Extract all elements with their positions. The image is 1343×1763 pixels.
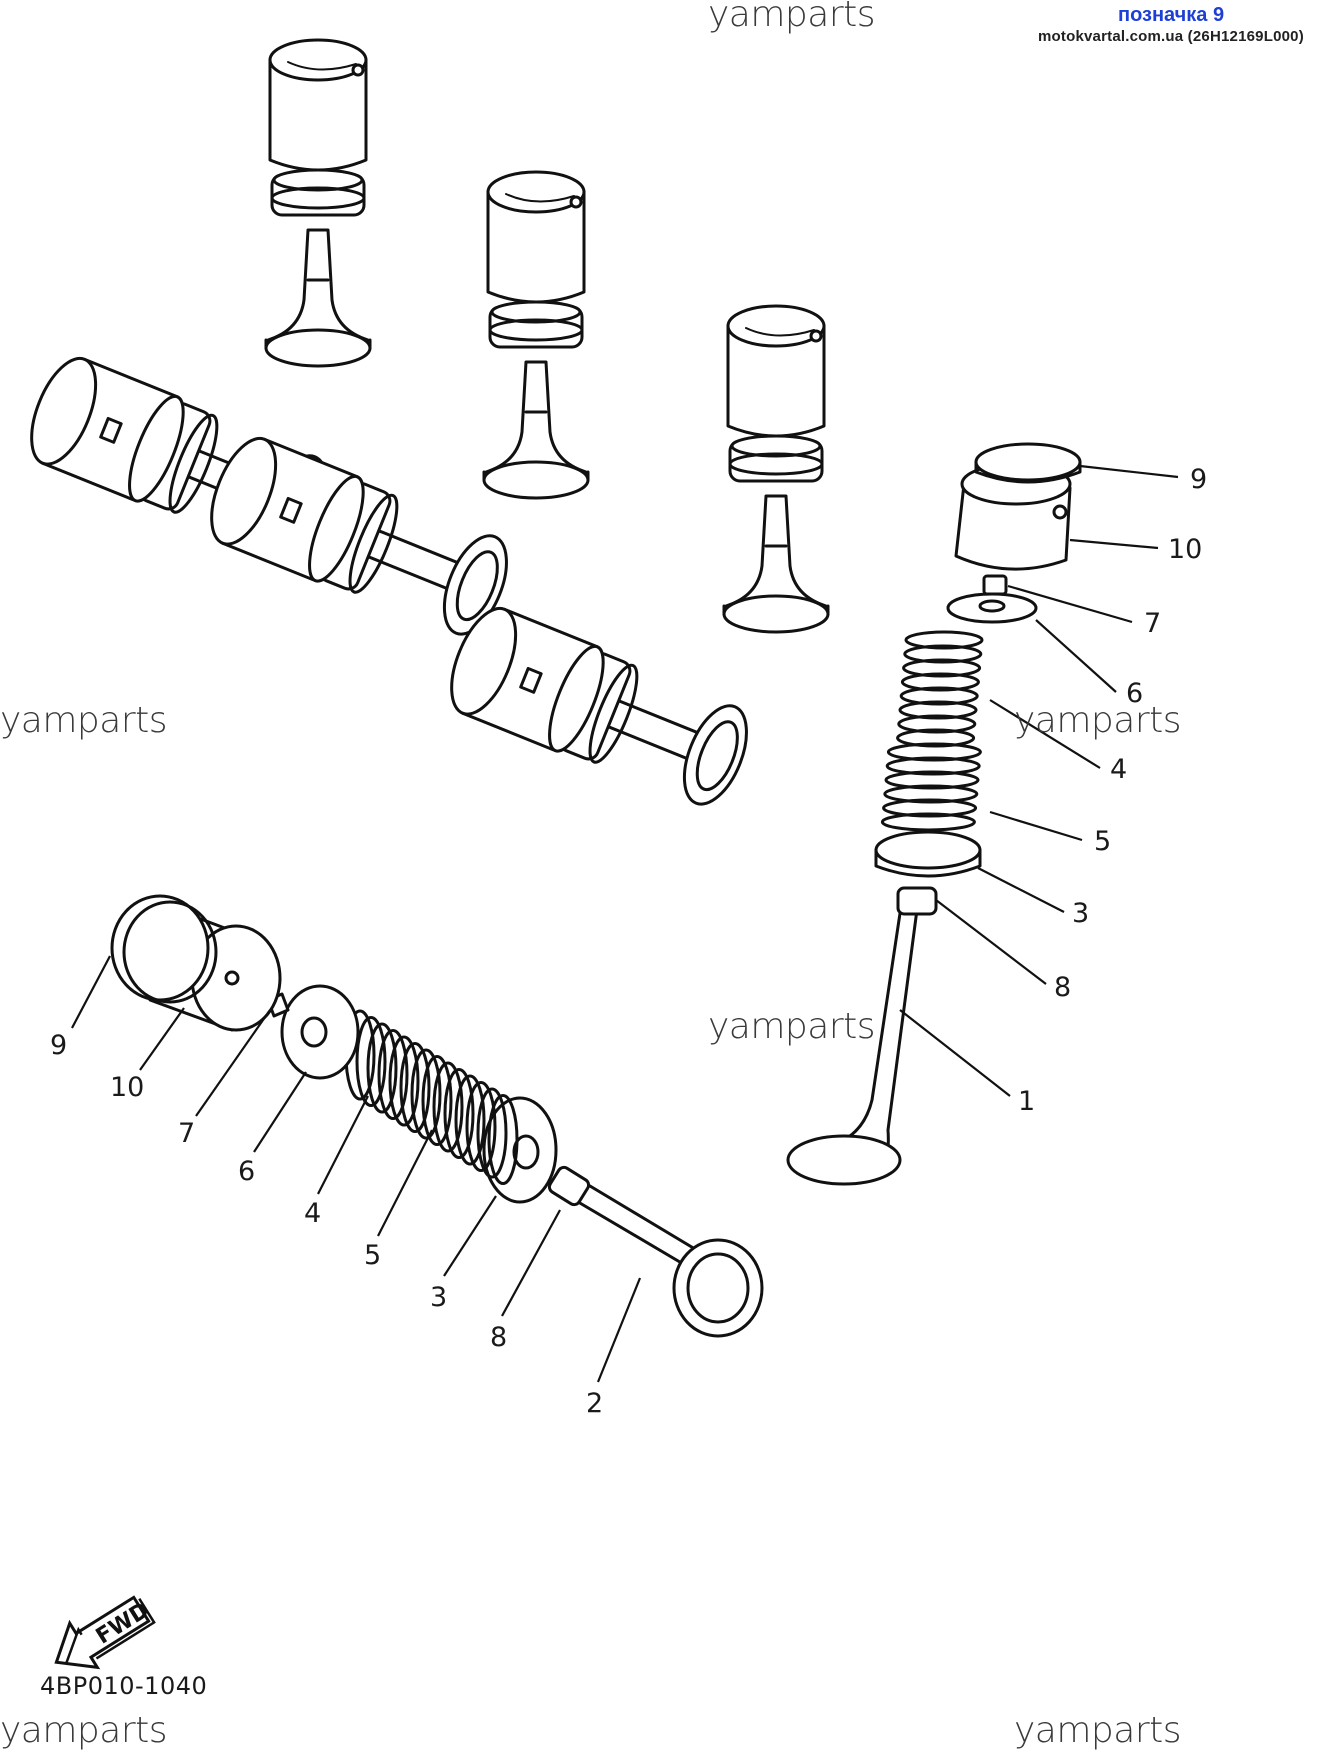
callout-leader xyxy=(1069,538,1159,550)
header-subtitle: motokvartal.com.ua (26H12169L000) xyxy=(1038,28,1304,45)
callout-leader xyxy=(596,1277,642,1383)
valve-assembly xyxy=(264,38,372,368)
watermark: yamparts xyxy=(1014,700,1182,741)
diagram-code: 4BP010-1040 xyxy=(40,1672,208,1700)
callout-leader xyxy=(253,1071,307,1153)
callout-label: 1 xyxy=(1018,1086,1035,1117)
callout-leader xyxy=(195,1009,271,1117)
callout-leader xyxy=(1079,464,1179,479)
valve-stem xyxy=(566,1178,702,1270)
callout-leader xyxy=(139,1007,185,1071)
callout-label: 6 xyxy=(1126,678,1143,709)
watermark: yamparts xyxy=(1014,1710,1182,1751)
valve-head xyxy=(786,1134,902,1186)
callout-label: 8 xyxy=(490,1322,507,1353)
callout-leader xyxy=(1035,619,1117,693)
watermark: yamparts xyxy=(0,1710,168,1751)
callout-leader xyxy=(377,1129,433,1237)
callout-label: 6 xyxy=(238,1156,255,1187)
callout-leader xyxy=(989,810,1083,842)
callout-leader xyxy=(989,699,1101,769)
watermark: yamparts xyxy=(0,700,168,741)
callout-label: 3 xyxy=(430,1282,447,1313)
valve-assembly-tilted xyxy=(210,436,508,636)
callout-label: 8 xyxy=(1054,972,1071,1003)
callout-label: 10 xyxy=(1168,534,1202,565)
fwd-arrow-icon: FWD xyxy=(54,1595,156,1670)
callout-leader xyxy=(1007,584,1133,624)
exploded-valve-left xyxy=(110,894,764,1338)
callout-leader xyxy=(935,899,1047,985)
valve-assembly xyxy=(722,304,830,634)
callout-label: 9 xyxy=(1190,464,1207,495)
header-title: позначка 9 xyxy=(1118,4,1225,26)
callout-label: 10 xyxy=(110,1072,144,1103)
callout-leader xyxy=(501,1209,561,1317)
valve-assembly-tilted xyxy=(450,606,748,806)
callout-label: 2 xyxy=(586,1388,603,1419)
watermark: yamparts xyxy=(708,0,876,35)
exploded-valve-right xyxy=(786,442,1082,1186)
callout-leader xyxy=(71,955,111,1029)
callout-label: 7 xyxy=(1144,608,1161,639)
callout-label: 9 xyxy=(50,1030,67,1061)
callout-leader xyxy=(317,1095,369,1195)
callout-label: 3 xyxy=(1072,898,1089,929)
callout-label: 4 xyxy=(1110,754,1127,785)
watermark: yamparts xyxy=(708,1006,876,1047)
callout-leader xyxy=(899,1009,1011,1097)
callout-label: 5 xyxy=(364,1240,381,1271)
callout-label: 7 xyxy=(178,1118,195,1149)
callout-label: 4 xyxy=(304,1198,321,1229)
valve-assembly xyxy=(482,170,590,500)
callout-label: 5 xyxy=(1094,826,1111,857)
callout-leader xyxy=(977,867,1065,913)
callout-leader xyxy=(443,1195,497,1277)
